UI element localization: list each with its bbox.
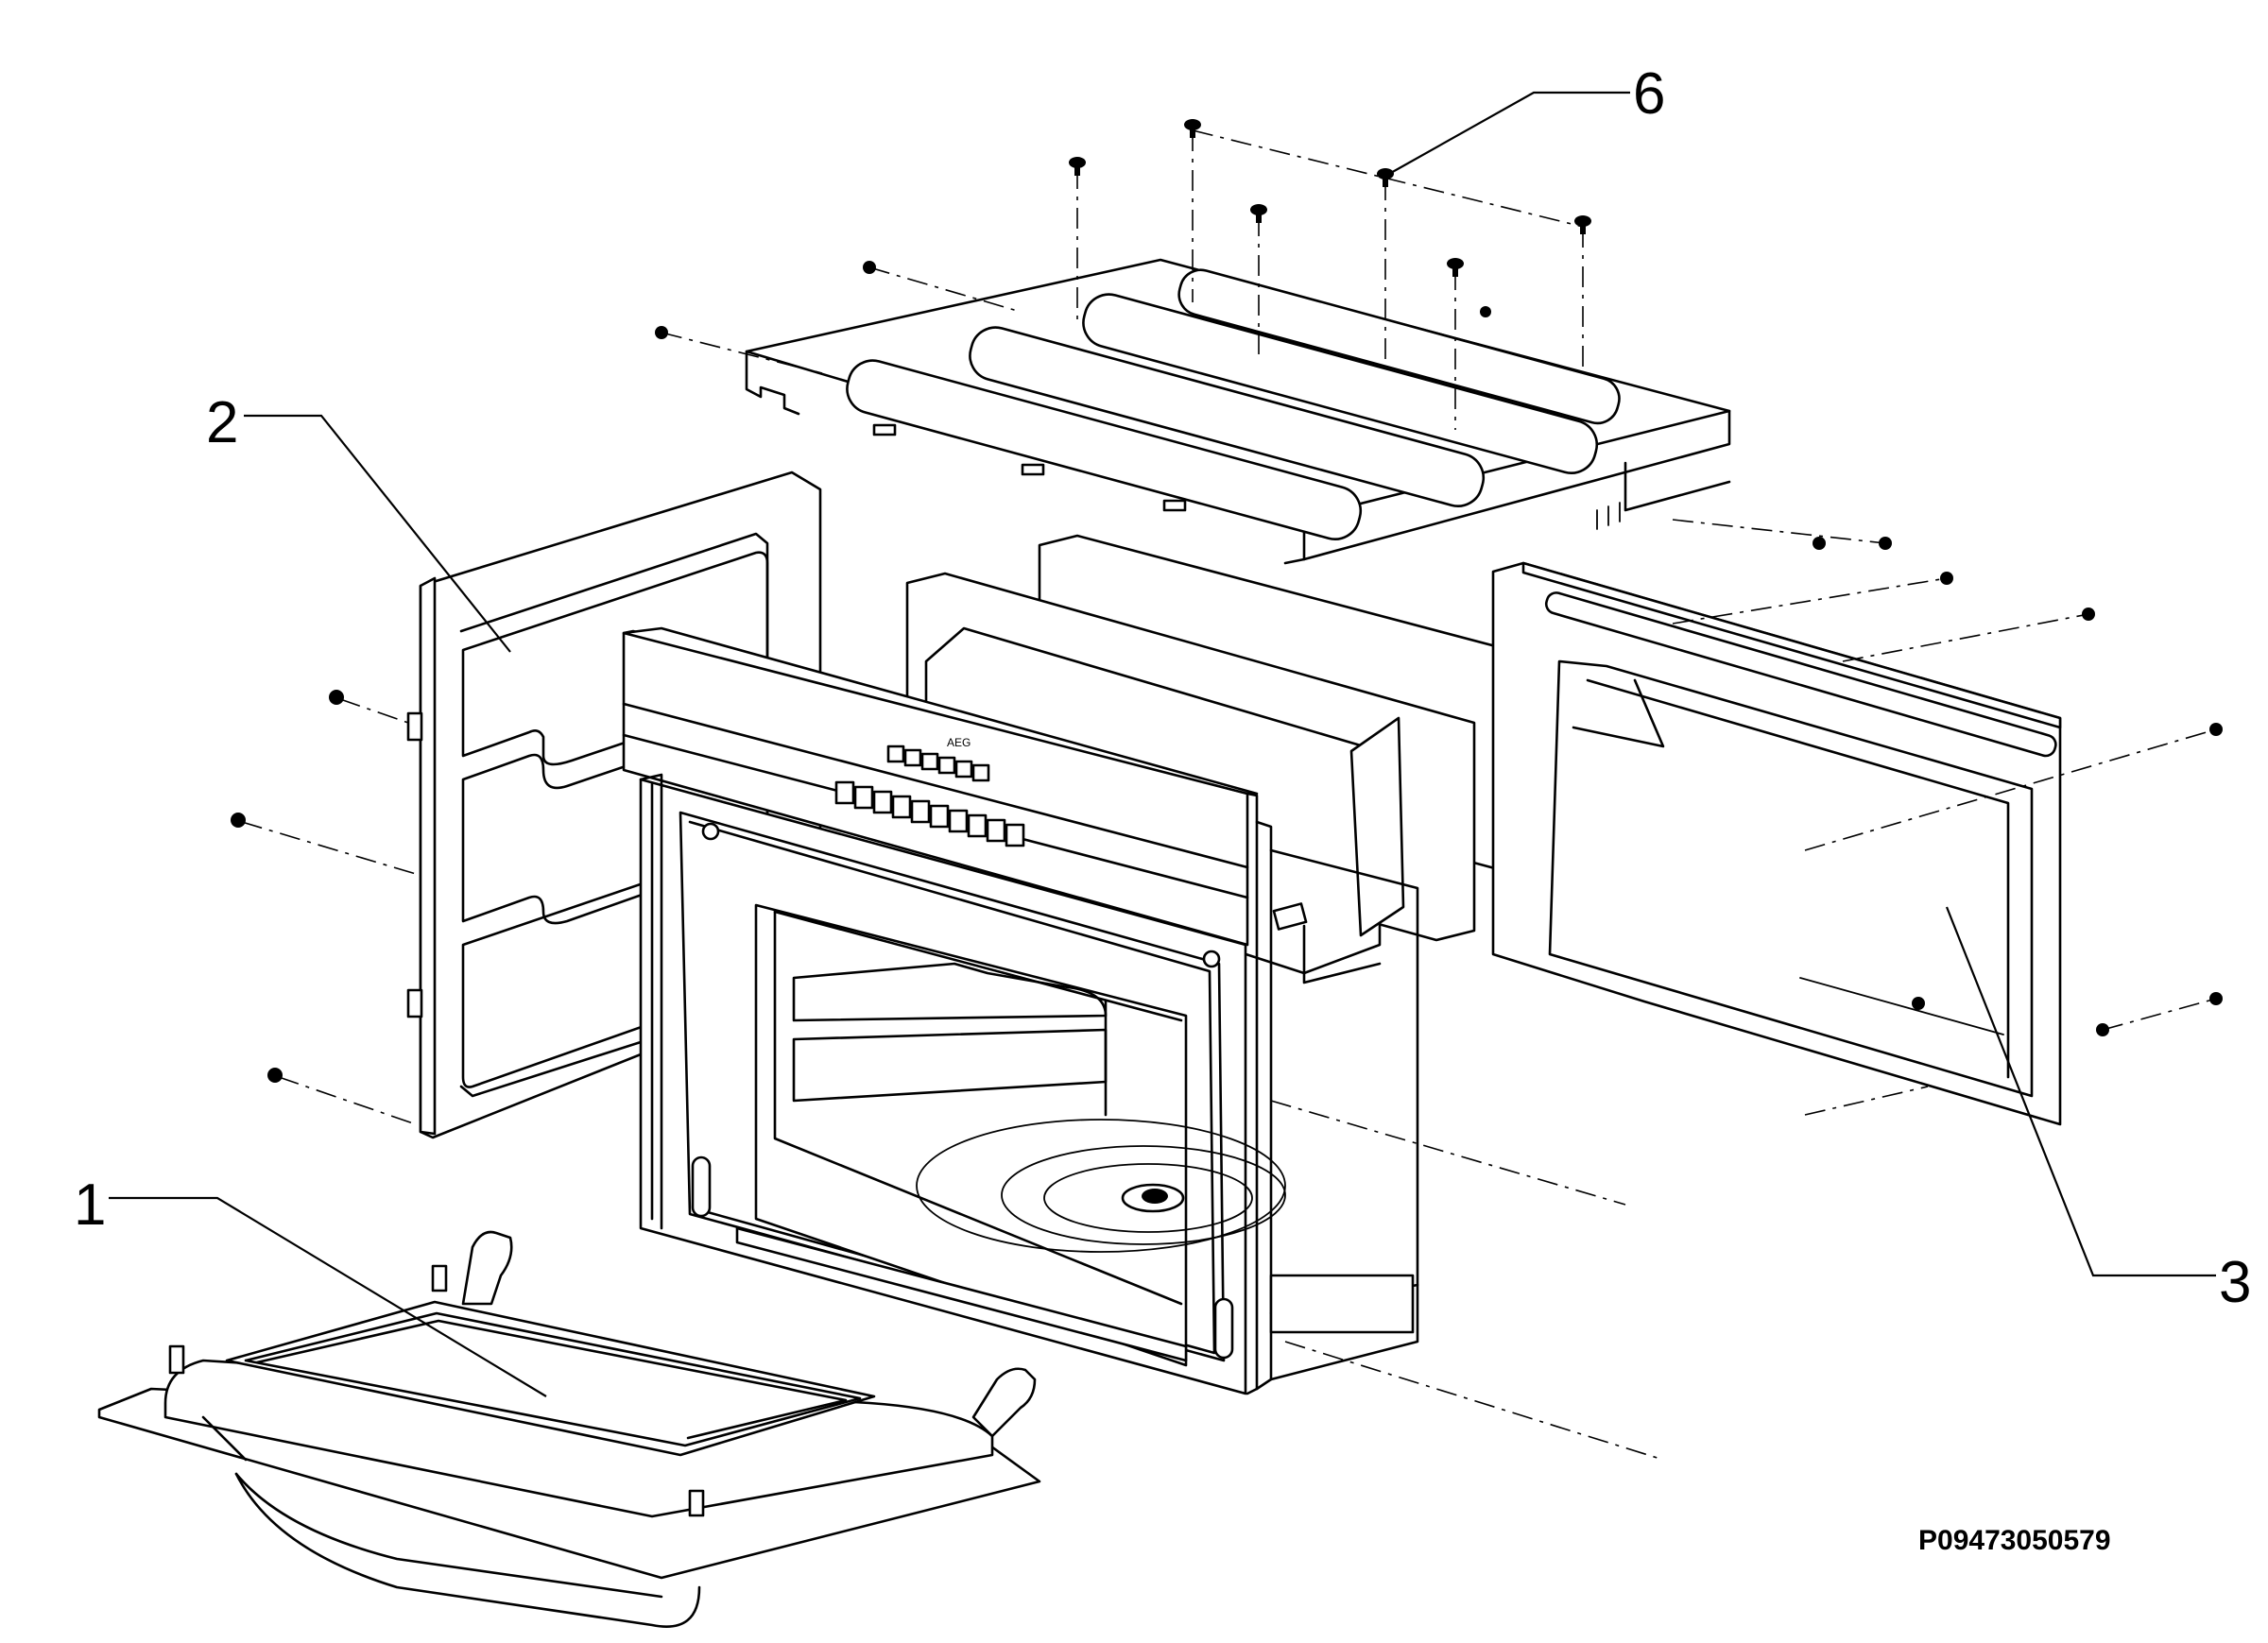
leader-6 bbox=[1388, 91, 1630, 175]
callout-2: 2 bbox=[206, 390, 238, 455]
leader-3 bbox=[1945, 906, 2216, 1277]
callout-1: 1 bbox=[74, 1172, 106, 1238]
control-buttons: AEG bbox=[834, 736, 1025, 847]
brand-logo: AEG bbox=[947, 736, 971, 749]
top-screws bbox=[655, 91, 1630, 430]
callout-3: 3 bbox=[2219, 1250, 2251, 1315]
top-cover bbox=[745, 258, 1731, 565]
callout-6: 6 bbox=[1633, 61, 1665, 127]
right-side-panel bbox=[1491, 519, 2223, 1277]
leader-2 bbox=[244, 414, 511, 653]
drawing-code: P09473050579 bbox=[1918, 1525, 2111, 1556]
leader-1 bbox=[109, 1196, 547, 1397]
turntable bbox=[916, 1119, 1286, 1253]
oven-cavity-body: AEG bbox=[622, 626, 1664, 1461]
oven-door bbox=[97, 1196, 1041, 1628]
